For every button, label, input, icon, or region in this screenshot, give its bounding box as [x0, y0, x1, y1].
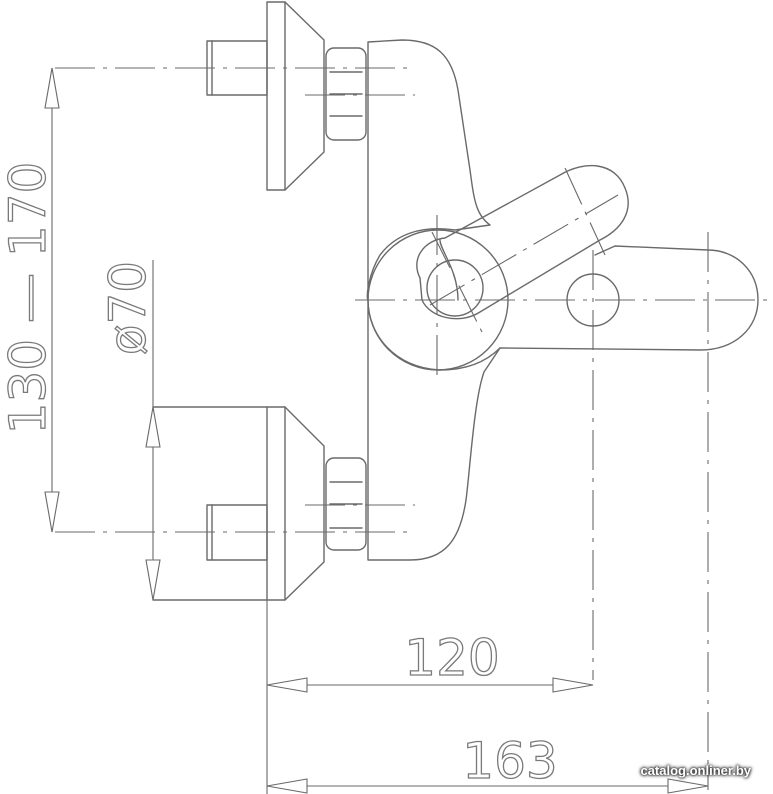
- dim-arrow-up: [44, 67, 60, 109]
- bottom-eccentric-connector: [152, 406, 367, 601]
- centre-lines: [55, 67, 773, 790]
- top-eccentric-connector: [206, 1, 367, 191]
- dimension-width-120: 120: [266, 628, 594, 693]
- dim-arrow-left: [266, 677, 308, 693]
- dim-arrow-down: [145, 559, 161, 601]
- dimension-diameter: ø70: [98, 260, 161, 601]
- dim-arrow-right: [552, 677, 594, 693]
- lever-handle: [416, 164, 629, 320]
- dim-label-width-120: 120: [404, 629, 499, 687]
- watermark: catalog.onliner.by: [640, 763, 751, 778]
- dim-label-diameter: ø70: [99, 261, 157, 355]
- dim-arrow-down: [44, 491, 60, 533]
- dim-label-vertical-range: 130 — 170: [0, 162, 57, 435]
- dim-label-width-163: 163: [462, 732, 557, 790]
- dim-arrow-up: [145, 406, 161, 448]
- dim-arrow-left: [266, 778, 308, 794]
- dimension-width-163: 163: [266, 731, 709, 794]
- dimension-vertical-range: 130 — 170: [0, 67, 60, 533]
- dim-arrow-right: [667, 778, 709, 794]
